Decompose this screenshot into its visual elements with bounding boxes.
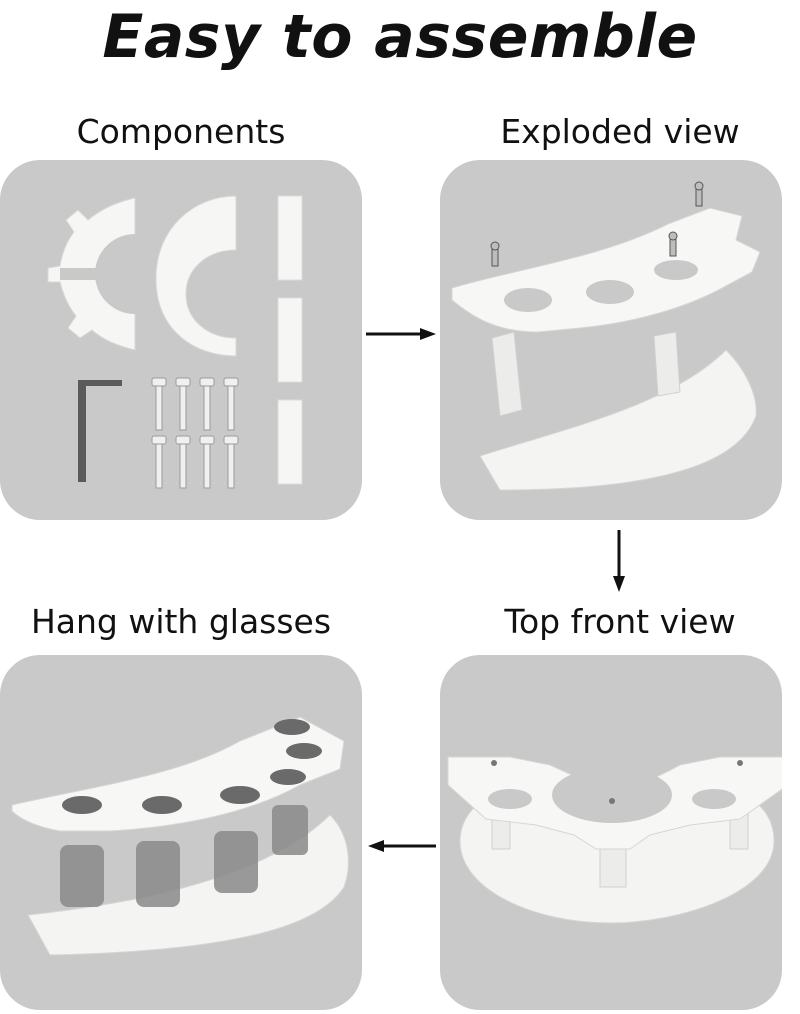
top-front-view-panel bbox=[440, 655, 782, 1010]
arrow-left-icon bbox=[368, 840, 436, 852]
slat-2 bbox=[277, 297, 303, 383]
center-cutout bbox=[552, 767, 672, 823]
top-plate bbox=[451, 207, 761, 333]
caption-top-front-view: Top front view bbox=[504, 602, 736, 641]
half-ring-base-piece bbox=[155, 195, 237, 357]
exploded-view-panel bbox=[440, 160, 782, 520]
arrow-right-icon bbox=[366, 328, 436, 340]
caption-components: Components bbox=[76, 112, 286, 151]
glass-rims bbox=[62, 719, 322, 814]
hang-with-glasses-illustration bbox=[11, 716, 349, 956]
slat-1 bbox=[277, 195, 303, 281]
glasses bbox=[60, 805, 308, 907]
screws bbox=[151, 377, 239, 489]
slotted-arc-piece bbox=[47, 197, 175, 351]
screw-holes bbox=[491, 760, 743, 804]
components-illustration bbox=[47, 195, 303, 489]
exploded-view-illustration bbox=[451, 181, 761, 491]
top-front-view-illustration bbox=[447, 756, 782, 924]
page-title: Easy to assemble bbox=[102, 2, 698, 72]
hang-with-glasses-panel bbox=[0, 655, 362, 1010]
cutout-1 bbox=[504, 288, 552, 312]
caption-hang-with-glasses: Hang with glasses bbox=[30, 602, 332, 641]
exploded-screws bbox=[490, 181, 704, 267]
arrow-down-icon bbox=[613, 530, 625, 592]
caption-exploded-view: Exploded view bbox=[500, 112, 740, 151]
base-plate bbox=[479, 349, 757, 491]
left-cutout bbox=[488, 789, 532, 809]
right-cutout bbox=[692, 789, 736, 809]
cutout-2 bbox=[586, 280, 634, 304]
cutout-3 bbox=[654, 260, 698, 280]
leg-2 bbox=[653, 331, 681, 397]
leg-1 bbox=[491, 331, 523, 417]
slat-3 bbox=[277, 399, 303, 485]
hex-key bbox=[78, 380, 122, 482]
components-panel bbox=[0, 160, 362, 520]
